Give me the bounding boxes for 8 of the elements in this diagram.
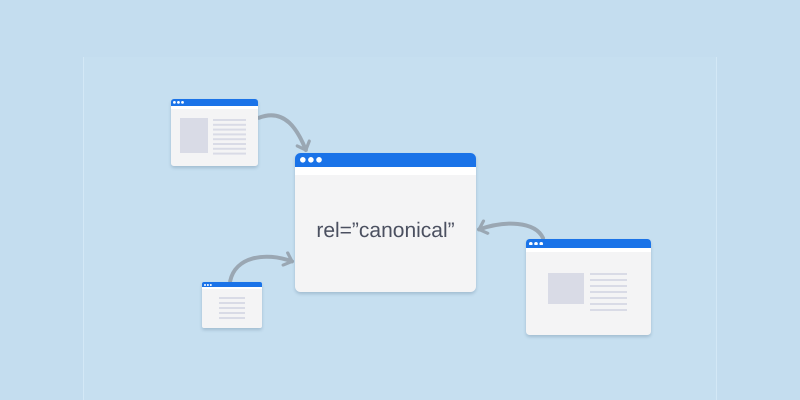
browser-window (526, 239, 651, 335)
browser-window (295, 153, 476, 292)
curved-arrow (257, 113, 311, 152)
code-text: rel=”canonical” (316, 218, 455, 244)
browser-window (171, 99, 258, 166)
browser-window (202, 282, 262, 328)
curved-arrow (228, 252, 294, 283)
curved-arrow (477, 220, 545, 240)
